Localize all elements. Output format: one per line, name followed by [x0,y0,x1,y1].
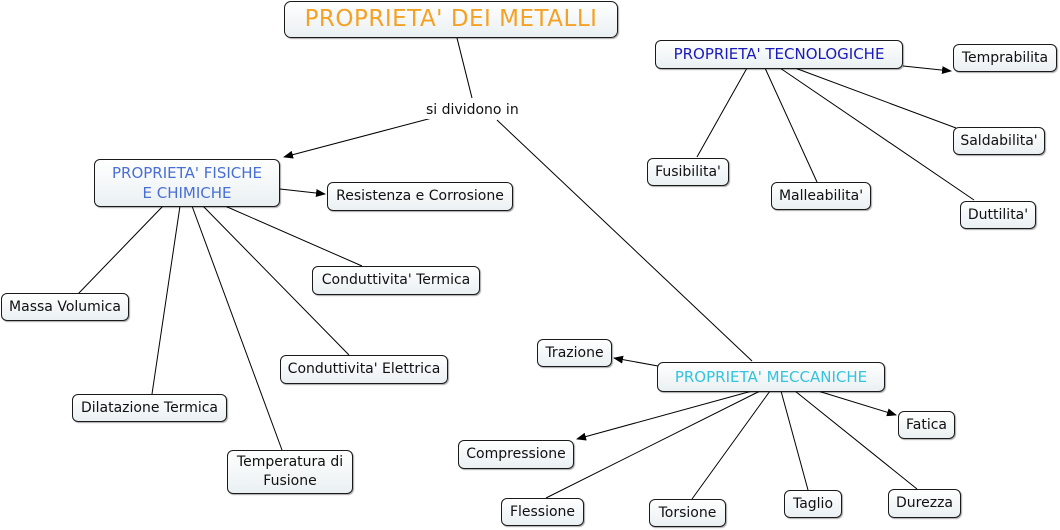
node-conduttivita-elettrica[interactable]: Conduttivita' Elettrica [280,355,448,384]
compressione-label: Compressione [466,446,566,462]
edge-mecc-taglio [780,390,809,491]
edge-label-fisiche [283,117,433,159]
edge-tecno-saldabilita [794,67,957,129]
node-fusibilita[interactable]: Fusibilita' [647,158,729,186]
node-duttilita[interactable]: Duttilita' [960,201,1036,229]
node-trazione[interactable]: Trazione [537,339,612,367]
root-label: PROPRIETA' DEI METALLI [304,6,598,32]
tecnologiche-title: PROPRIETA' TECNOLOGICHE [673,45,885,63]
taglio-label: Taglio [792,495,834,512]
edge-mecc-fatica [817,390,897,417]
fatica-label: Fatica [905,416,947,433]
link-label-text: si dividono in [426,102,519,118]
edge-tecno-malleabilita [764,67,818,183]
edge-fisiche-massa [77,205,164,295]
link-label: si dividono in [424,101,521,119]
node-temperatura-fusione[interactable]: Temperatura di Fusione [227,450,353,494]
malleabilita-label: Malleabilita' [778,187,864,204]
temprabilita-label: Temprabilita [961,49,1049,66]
node-malleabilita[interactable]: Malleabilita' [771,182,871,210]
edge-fisiche-resistenza [279,188,326,197]
fisiche-title: PROPRIETA' FISICHE E CHIMICHE [111,164,263,202]
node-flessione[interactable]: Flessione [501,498,584,526]
fusibilita-label: Fusibilita' [655,163,721,180]
flessione-label: Flessione [509,503,576,520]
node-durezza[interactable]: Durezza [888,489,961,518]
dilatazione-label: Dilatazione Termica [80,399,219,416]
node-fatica[interactable]: Fatica [898,411,955,439]
torsione-label: Torsione [658,504,717,521]
cond-termica-label: Conduttivita' Termica [321,272,471,288]
edge-fisiche-dilatazione [151,205,181,395]
edge-root-label [456,37,473,99]
meccaniche-title: PROPRIETA' MECCANICHE [674,367,868,386]
edge-tecno-duttilita [779,67,975,201]
saldabilita-label: Saldabilita' [960,132,1038,149]
edge-label-meccaniche [496,119,753,362]
edge-fisiche-cond-elettrica [202,205,350,356]
edge-fisiche-cond-termica [224,205,363,267]
node-proprieta-fisiche[interactable]: PROPRIETA' FISICHE E CHIMICHE [94,159,280,207]
edge-mecc-durezza [794,390,918,490]
root-node[interactable]: PROPRIETA' DEI METALLI [284,1,618,38]
node-resistenza[interactable]: Resistenza e Corrosione [327,182,513,211]
node-torsione[interactable]: Torsione [649,499,726,527]
duttilita-label: Duttilita' [967,206,1029,223]
edge-mecc-trazione [613,355,659,367]
node-temprabilita[interactable]: Temprabilita [953,44,1057,72]
edge-tecno-temprabilita [902,65,952,75]
node-conduttivita-termica[interactable]: Conduttivita' Termica [312,266,480,295]
edge-mecc-flessione [545,390,761,499]
cond-elettrica-label: Conduttivita' Elettrica [287,361,441,377]
edge-tecno-fusibilita [696,67,748,158]
node-taglio[interactable]: Taglio [784,490,842,518]
node-massa-volumica[interactable]: Massa Volumica [1,293,129,321]
massa-label: Massa Volumica [9,298,121,315]
durezza-label: Durezza [896,495,953,511]
node-dilatazione-termica[interactable]: Dilatazione Termica [72,394,227,422]
edge-mecc-compressione [576,390,753,441]
resistenza-label: Resistenza e Corrosione [336,188,504,204]
node-proprieta-meccaniche[interactable]: PROPRIETA' MECCANICHE [657,362,885,392]
node-compressione[interactable]: Compressione [458,440,574,469]
trazione-label: Trazione [545,344,604,361]
node-proprieta-tecnologiche[interactable]: PROPRIETA' TECNOLOGICHE [655,40,903,69]
edge-fisiche-temperatura [191,205,283,451]
temperatura-label: Temperatura di Fusione [236,454,344,489]
edge-mecc-torsione [691,390,771,500]
node-saldabilita[interactable]: Saldabilita' [953,127,1045,155]
